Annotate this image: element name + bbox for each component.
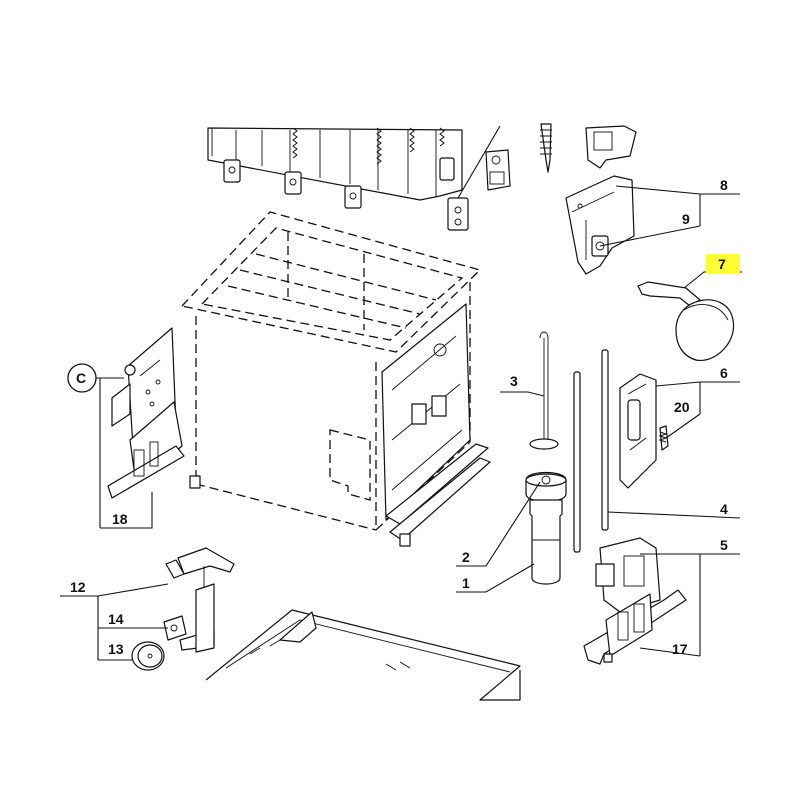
callout-1: 1 [462,575,470,591]
callout-3: 3 [510,373,518,389]
part-1-2-cylinder [525,471,567,585]
part-7-knob [637,281,735,361]
callout-8: 8 [720,177,728,193]
callout-7: 7 [718,256,726,272]
part-4-rods [573,349,609,553]
callout-20: 20 [674,399,690,415]
callout-labels: 8 9 7 6 20 3 4 5 2 1 17 18 12 14 13 C [67,177,740,657]
top-contact-assemblies [207,123,637,231]
callout-6: 6 [720,365,728,381]
callout-c-circle [67,363,97,393]
callout-5: 5 [720,537,728,553]
bottom-base-plate [205,609,521,701]
part-8-bracket [565,175,635,275]
part-3-rod [529,331,559,450]
part-18-bracket [107,327,185,499]
callout-14: 14 [108,611,124,627]
breaker-frame [180,211,491,547]
part-12-13-14-lever [131,547,235,671]
callout-c: C [76,370,86,386]
part-5-17-base [583,537,687,665]
callout-7-highlight [706,254,740,274]
leader-lines [60,185,742,661]
callout-2: 2 [462,549,470,565]
callout-4: 4 [720,501,728,517]
callout-18: 18 [112,511,128,527]
callout-9: 9 [682,211,690,227]
part-6-assembly [619,373,669,489]
callout-12: 12 [70,579,86,595]
callout-13: 13 [108,641,124,657]
callout-17: 17 [672,641,688,657]
